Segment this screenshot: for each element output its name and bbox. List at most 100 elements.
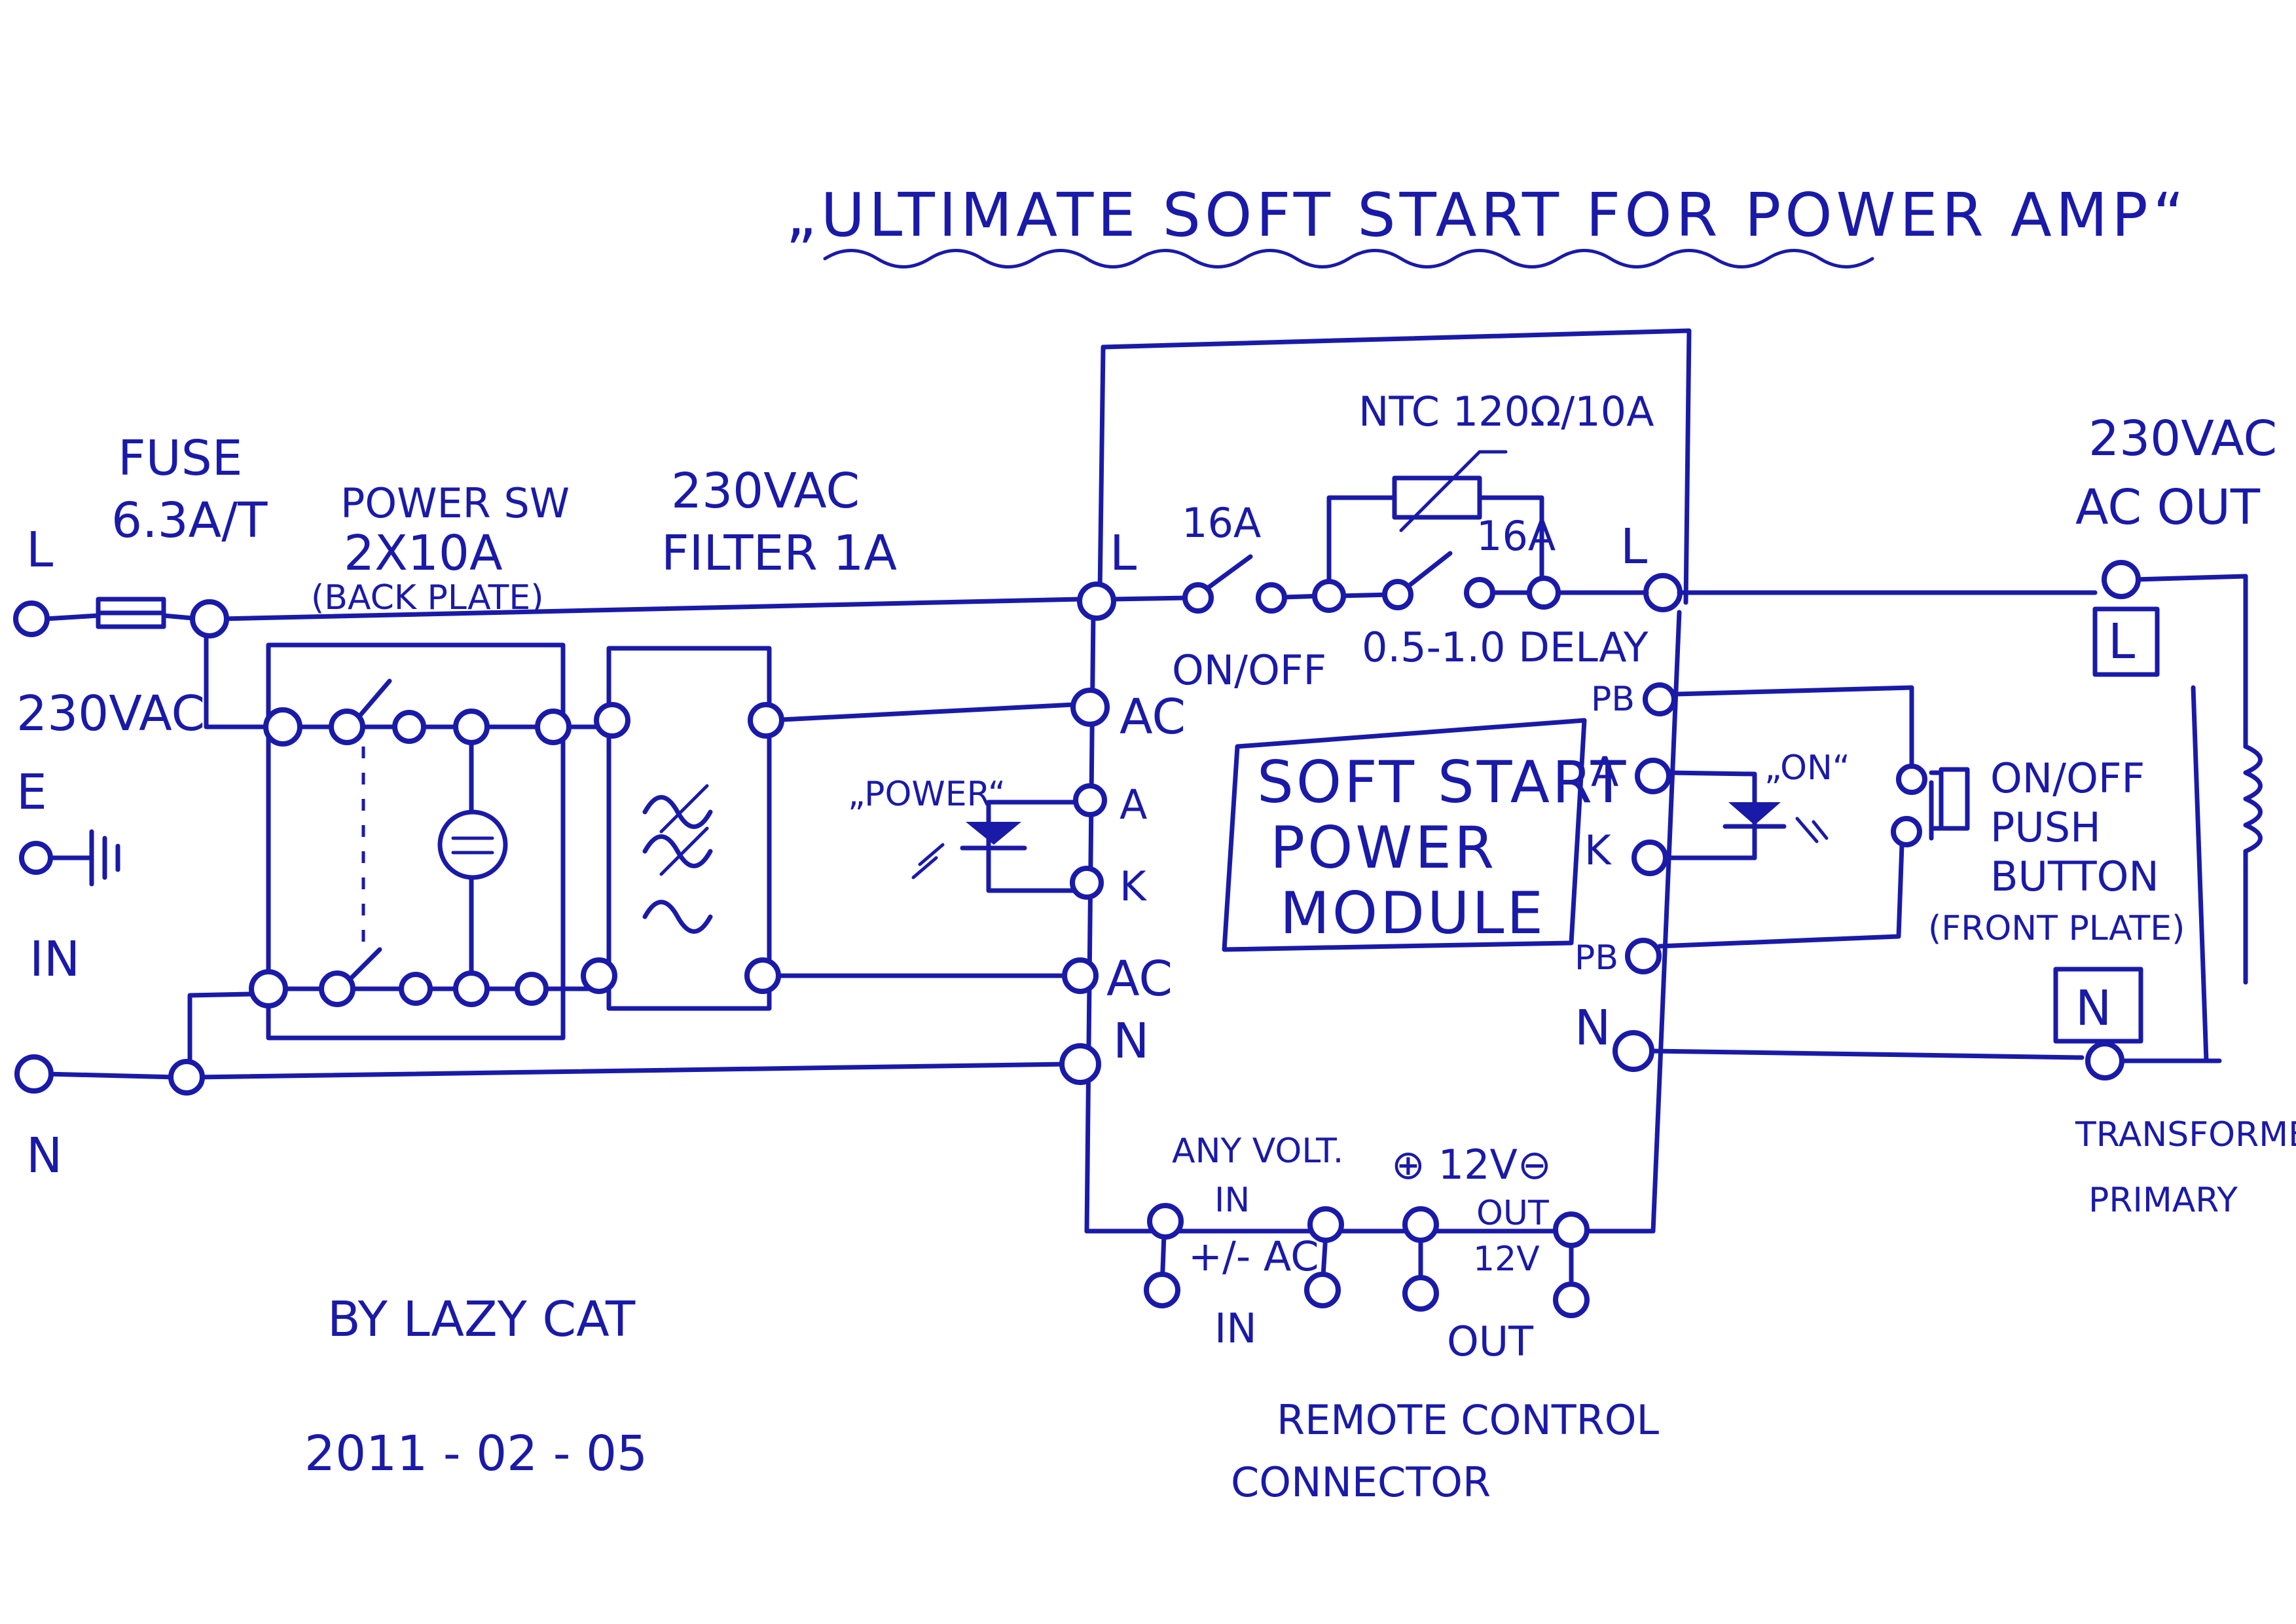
module-left-k-terminal bbox=[1070, 866, 1104, 900]
filter-in-terminal-2 bbox=[581, 957, 617, 994]
remote-plus-12v: ⊕ 12V⊖ bbox=[1391, 1141, 1552, 1189]
output-label-2: AC OUT bbox=[2075, 479, 2261, 536]
filter-in-terminal-1 bbox=[594, 702, 630, 739]
relay1-contact-1 bbox=[1182, 582, 1214, 614]
power-led-icon bbox=[911, 800, 1089, 893]
remote-label-2: CONNECTOR bbox=[1231, 1458, 1491, 1506]
push-button-terminal-1 bbox=[1896, 764, 1927, 795]
fuse-out-terminal bbox=[190, 599, 229, 638]
push-button-label-3: BUTTON bbox=[1990, 853, 2159, 900]
module-left-ac1-terminal bbox=[1070, 688, 1110, 727]
ntc-label: NTC 120Ω/10A bbox=[1358, 388, 1654, 435]
output-n-label: N bbox=[2075, 980, 2111, 1037]
relay2-contact-1 bbox=[1382, 579, 1413, 610]
power-switch-terminal-10 bbox=[515, 972, 549, 1006]
push-button-terminal-2 bbox=[1891, 816, 1922, 847]
input-n-label: N bbox=[26, 1128, 62, 1184]
push-button-label-1: ON/OFF bbox=[1990, 754, 2145, 802]
power-switch-terminal-2 bbox=[329, 709, 365, 745]
module-right-l-terminal bbox=[1643, 573, 1683, 612]
pin-left-k: K bbox=[1120, 862, 1147, 910]
output-l-terminal bbox=[2102, 560, 2141, 599]
push-button-label-4: (FRONT PLATE) bbox=[1928, 909, 2185, 948]
output-wiring bbox=[1650, 574, 2263, 1063]
diagram-title: „ULTIMATE SOFT START FOR POWER AMP“ bbox=[786, 180, 2188, 250]
on-led-icon bbox=[1664, 770, 1829, 860]
pin-right-pb2: PB bbox=[1575, 938, 1618, 978]
pin-right-k: K bbox=[1584, 826, 1612, 874]
remote-pm-ac: +/- AC bbox=[1188, 1232, 1319, 1280]
transformer-label-2: PRIMARY bbox=[2088, 1181, 2238, 1220]
module-left-l-terminal bbox=[1077, 581, 1116, 621]
filter-out-terminal-1 bbox=[748, 702, 784, 739]
remote-12v: 12V bbox=[1473, 1240, 1540, 1279]
pin-left-a: A bbox=[1120, 781, 1147, 828]
remote-terminal-2 bbox=[1307, 1206, 1344, 1243]
power-switch-terminal-1 bbox=[263, 707, 302, 747]
module-label-1: SOFT START bbox=[1257, 748, 1628, 816]
remote-terminal-3 bbox=[1402, 1206, 1439, 1243]
module-l-wiring bbox=[1110, 450, 1649, 602]
power-switch-label-3: (BACK PLATE) bbox=[311, 578, 544, 618]
power-switch-label-2: 2X10A bbox=[344, 525, 503, 581]
power-switch-terminal-4 bbox=[453, 709, 490, 745]
input-wiring bbox=[43, 597, 1083, 1080]
module-right-pb2-terminal bbox=[1625, 938, 1662, 974]
power-switch-terminal-8 bbox=[399, 972, 433, 1006]
module-label-2: POWER bbox=[1270, 814, 1497, 881]
pin-right-n: N bbox=[1575, 1000, 1611, 1056]
fuse-label-1: FUSE bbox=[118, 430, 242, 487]
remote-in-2: IN bbox=[1214, 1304, 1257, 1352]
module-right-k-terminal bbox=[1631, 840, 1668, 876]
filter-out-terminal-2 bbox=[744, 957, 781, 994]
module-center-box bbox=[1222, 718, 1587, 952]
push-button-icon bbox=[1929, 767, 1970, 831]
module-left-a-terminal bbox=[1073, 783, 1107, 817]
remote-label-1: REMOTE CONTROL bbox=[1277, 1396, 1660, 1444]
remote-in-1: IN bbox=[1214, 1181, 1250, 1220]
remote-terminal-1 bbox=[1147, 1203, 1184, 1240]
power-switch-terminal-6 bbox=[249, 969, 288, 1008]
input-voltage-label: 230VAC bbox=[16, 686, 205, 742]
input-l-terminal bbox=[13, 600, 50, 637]
date-label: 2011 - 02 - 05 bbox=[304, 1426, 647, 1482]
remote-terminal-5 bbox=[1144, 1272, 1180, 1308]
relay1-label: ON/OFF bbox=[1172, 646, 1326, 694]
pin-right-pb1: PB bbox=[1591, 680, 1635, 719]
pin-right-l: L bbox=[1620, 519, 1647, 575]
filter-label-1: 230VAC bbox=[671, 463, 860, 519]
power-switch-terminal-5 bbox=[535, 709, 572, 745]
power-switch-label-1: POWER SW bbox=[340, 479, 570, 527]
remote-terminal-6 bbox=[1304, 1272, 1341, 1308]
led-on-label: „ON“ bbox=[1764, 748, 1850, 788]
output-l-label: L bbox=[2108, 614, 2135, 670]
output-n-box bbox=[2053, 967, 2143, 1044]
input-n-terminal bbox=[14, 1054, 54, 1094]
remote-terminal-4 bbox=[1553, 1211, 1590, 1248]
input-l-label: L bbox=[26, 522, 53, 578]
power-switch-terminal-3 bbox=[392, 710, 426, 744]
push-button-wiring bbox=[1657, 685, 1934, 949]
input-in-label: IN bbox=[29, 931, 80, 987]
pin-left-ac1: AC bbox=[1120, 689, 1186, 745]
pin-left-l: L bbox=[1110, 525, 1137, 581]
relay2-contact-2 bbox=[1464, 577, 1495, 608]
fuse-label-2: 6.3A/T bbox=[111, 492, 268, 549]
remote-out-2: OUT bbox=[1447, 1318, 1534, 1365]
earth-ground-icon bbox=[19, 829, 120, 887]
push-button-label-2: PUSH bbox=[1990, 803, 2101, 851]
output-label-1: 230VAC bbox=[2088, 411, 2277, 467]
remote-terminal-8 bbox=[1553, 1282, 1590, 1318]
remote-any-volt: ANY VOLT. bbox=[1172, 1132, 1343, 1171]
remote-terminal-7 bbox=[1402, 1275, 1439, 1312]
remote-out-1: OUT bbox=[1476, 1194, 1549, 1233]
title-wavy-underline bbox=[823, 249, 1874, 268]
n-junction-terminal bbox=[168, 1059, 205, 1096]
relay1-contact-2 bbox=[1256, 582, 1287, 614]
module-right-n-terminal bbox=[1613, 1030, 1654, 1072]
pin-right-a: A bbox=[1591, 748, 1618, 796]
pin-left-ac2: AC bbox=[1106, 951, 1173, 1007]
power-switch-terminal-9 bbox=[453, 970, 490, 1007]
relay2-label: 0.5-1.0 DELAY bbox=[1362, 623, 1649, 671]
